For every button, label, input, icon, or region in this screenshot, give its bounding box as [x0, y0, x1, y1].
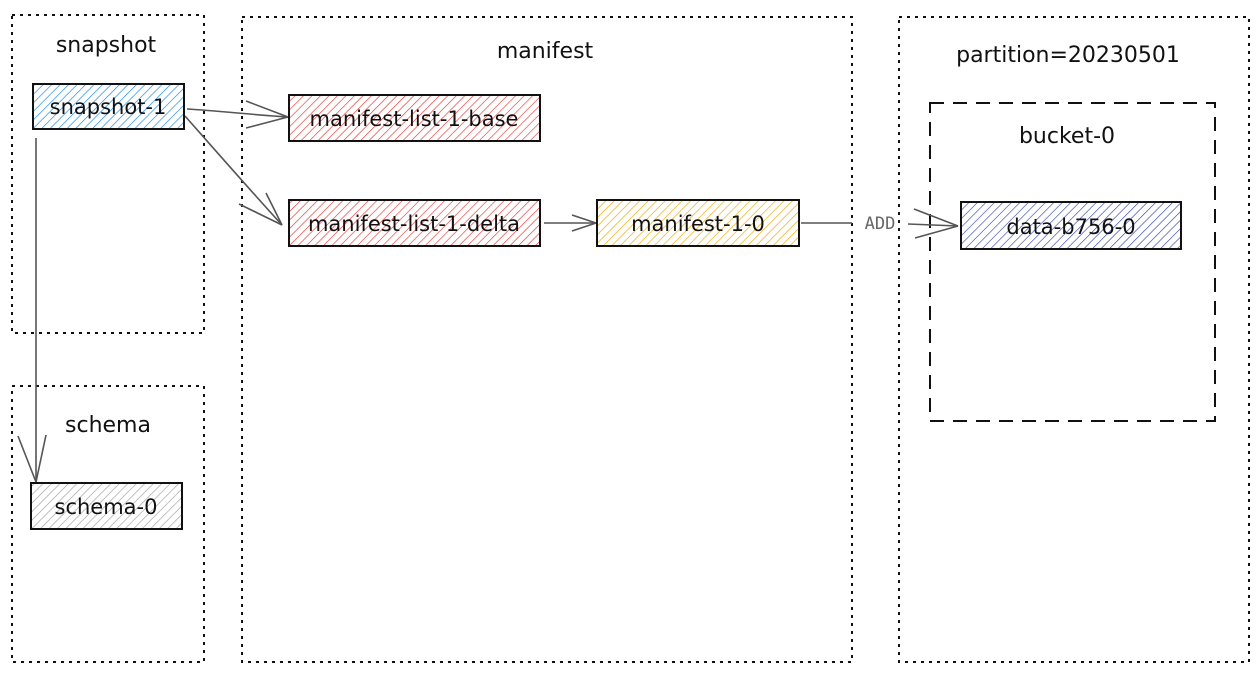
partition-group-border: [898, 16, 1250, 663]
partition-group-title: partition=20230501: [956, 43, 1180, 68]
arrowhead: [571, 214, 597, 232]
node-snapshot-1[interactable]: snapshot-1: [32, 83, 185, 130]
node-schema-0-box[interactable]: [30, 482, 183, 530]
node-data-b756-0-box[interactable]: [960, 201, 1182, 250]
node-manifest-list-1-base-box[interactable]: [288, 94, 541, 142]
edge-snapshot-to-delta: [184, 115, 283, 226]
edge-delta-to-manifest: [544, 214, 597, 232]
node-manifest-1-0-box[interactable]: [596, 199, 800, 247]
node-manifest-list-1-delta-label: manifest-list-1-delta: [308, 212, 520, 236]
manifest-group: manifest: [241, 16, 853, 663]
arrowhead: [245, 100, 289, 129]
snapshot-group: snapshot: [11, 14, 205, 334]
node-schema-0[interactable]: schema-0: [30, 482, 183, 530]
partition-group: partition=20230501: [898, 16, 1250, 663]
arrowhead: [913, 208, 959, 239]
node-schema-0-label: schema-0: [55, 495, 158, 519]
node-manifest-list-1-base[interactable]: manifest-list-1-base: [288, 94, 541, 142]
snapshot-group-border: [11, 14, 205, 334]
node-data-b756-0[interactable]: data-b756-0: [960, 201, 1182, 250]
schema-group: schema: [11, 385, 205, 663]
manifest-group-title: manifest: [497, 39, 594, 64]
node-manifest-list-1-base-label: manifest-list-1-base: [310, 107, 519, 131]
node-snapshot-1-box[interactable]: [32, 83, 185, 130]
edges: [17, 100, 959, 483]
node-data-b756-0-label: data-b756-0: [1006, 215, 1135, 239]
schema-group-title: schema: [65, 413, 151, 438]
bucket-group: bucket-0: [929, 102, 1216, 422]
node-snapshot-1-label: snapshot-1: [50, 95, 167, 119]
bucket-group-title: bucket-0: [1019, 124, 1115, 149]
bucket-group-border: [929, 102, 1216, 422]
node-manifest-1-0[interactable]: manifest-1-0: [596, 199, 800, 247]
edge-snapshot-to-base: [186, 100, 289, 129]
node-manifest-list-1-delta[interactable]: manifest-list-1-delta: [288, 199, 541, 247]
edge-label-add: ADD: [865, 214, 896, 234]
edge-manifest-to-data: [801, 208, 959, 239]
manifest-group-border: [241, 16, 853, 663]
node-manifest-1-0-label: manifest-1-0: [631, 212, 765, 236]
arrowhead: [238, 192, 283, 226]
schema-group-border: [11, 385, 205, 663]
node-manifest-list-1-delta-box[interactable]: [288, 199, 541, 247]
edge-snapshot-to-schema: [17, 138, 47, 483]
arrowhead: [17, 434, 47, 483]
snapshot-group-title: snapshot: [56, 33, 157, 58]
